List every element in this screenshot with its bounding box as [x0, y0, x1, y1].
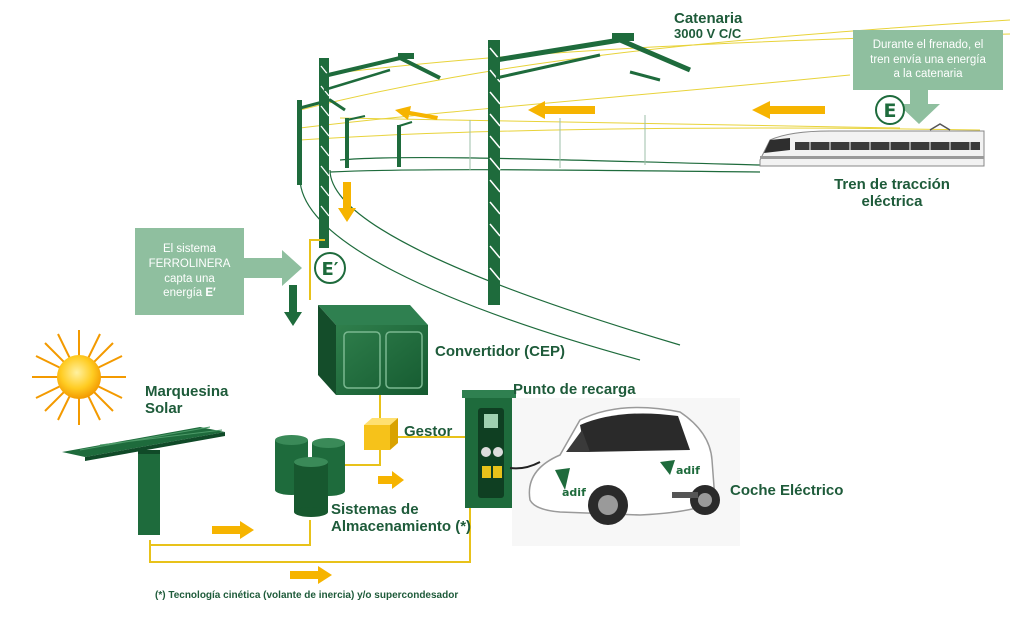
ferrolinera-line-2: FERROLINERA	[148, 257, 231, 270]
punto-recarga-label: Punto de recarga	[513, 381, 636, 398]
convertidor-label: Convertidor (CEP)	[435, 343, 566, 360]
catenary-mast-near	[319, 53, 441, 248]
frenado-pointer	[898, 90, 940, 124]
ferrolinera-pointer	[244, 250, 302, 286]
ferrolinera-box: El sistema FERROLINERA capta una energía…	[135, 228, 244, 315]
storage-cylinders	[275, 435, 345, 517]
energy-symbol-system-text: E′	[321, 259, 338, 280]
arrow-mast-down	[338, 182, 356, 222]
capture-arrow-down	[284, 285, 302, 326]
catenary-mast-front	[488, 33, 691, 305]
frenado-line-2: tren envía una energía	[870, 53, 986, 66]
catenary-wires	[299, 19, 1011, 141]
electric-car: adif adif	[509, 398, 740, 546]
charging-post	[462, 390, 516, 508]
arrow-panel-right	[212, 521, 254, 539]
ferrolinera-energy-symbol: E′	[205, 287, 216, 300]
electric-train	[759, 123, 985, 167]
catenaria-voltage: 3000 V C/C	[674, 26, 742, 42]
sistemas-label: Sistemas de Almacenamiento (*)	[331, 501, 471, 536]
flow-arrows	[212, 101, 825, 584]
energy-symbol-train-text: E	[884, 100, 897, 122]
power-cables	[149, 239, 471, 563]
energy-symbol-system: E′	[314, 252, 346, 284]
arrow-train-left	[752, 101, 825, 119]
marquesina-label: Marquesina Solar	[145, 383, 228, 418]
frenado-line-3: a la catenaria	[893, 68, 963, 81]
sistemas-line-1: Sistemas de	[331, 501, 419, 518]
footnote: (*) Tecnología cinética (volante de iner…	[155, 590, 459, 601]
catenaria-label: Catenaria 3000 V C/C	[674, 10, 742, 42]
tren-label: Tren de tracción eléctrica	[812, 176, 972, 211]
ferrolinera-energy-word: energía	[163, 287, 203, 300]
marquesina-line-1: Marquesina	[145, 383, 229, 400]
ferrolinera-line-3: capta una	[164, 272, 215, 285]
arrow-gestor-right	[378, 471, 404, 489]
energy-symbol-train: E	[875, 95, 905, 125]
sun-icon	[32, 330, 126, 425]
catenaria-title: Catenaria	[674, 10, 743, 27]
track-posts	[469, 115, 646, 170]
frenado-box: Durante el frenado, el tren envía una en…	[853, 30, 1003, 90]
tren-line-2: eléctrica	[861, 193, 923, 211]
arrow-catenary-left	[528, 101, 595, 119]
railway-tracks	[299, 156, 761, 361]
catenary-mast-far	[297, 98, 413, 185]
ferrolinera-line-1: El sistema	[162, 242, 217, 255]
solar-canopy	[62, 426, 225, 535]
car-brand-side: adif	[562, 486, 586, 499]
gestor-label: Gestor	[404, 423, 453, 440]
sistemas-line-2: Almacenamiento (*)	[331, 518, 472, 536]
converter-cabinet	[318, 305, 428, 395]
arrow-catenary-left-2	[395, 106, 438, 120]
frenado-line-1: Durante el frenado, el	[872, 38, 984, 51]
tren-line-1: Tren de tracción	[834, 176, 950, 193]
gestor-box	[364, 418, 398, 450]
car-brand-front: adif	[676, 464, 700, 477]
arrow-bottom-right	[290, 566, 332, 584]
marquesina-line-2: Solar	[145, 400, 183, 418]
ferrolinera-line-4: energía E′	[135, 286, 244, 301]
coche-label: Coche Eléctrico	[730, 482, 844, 499]
